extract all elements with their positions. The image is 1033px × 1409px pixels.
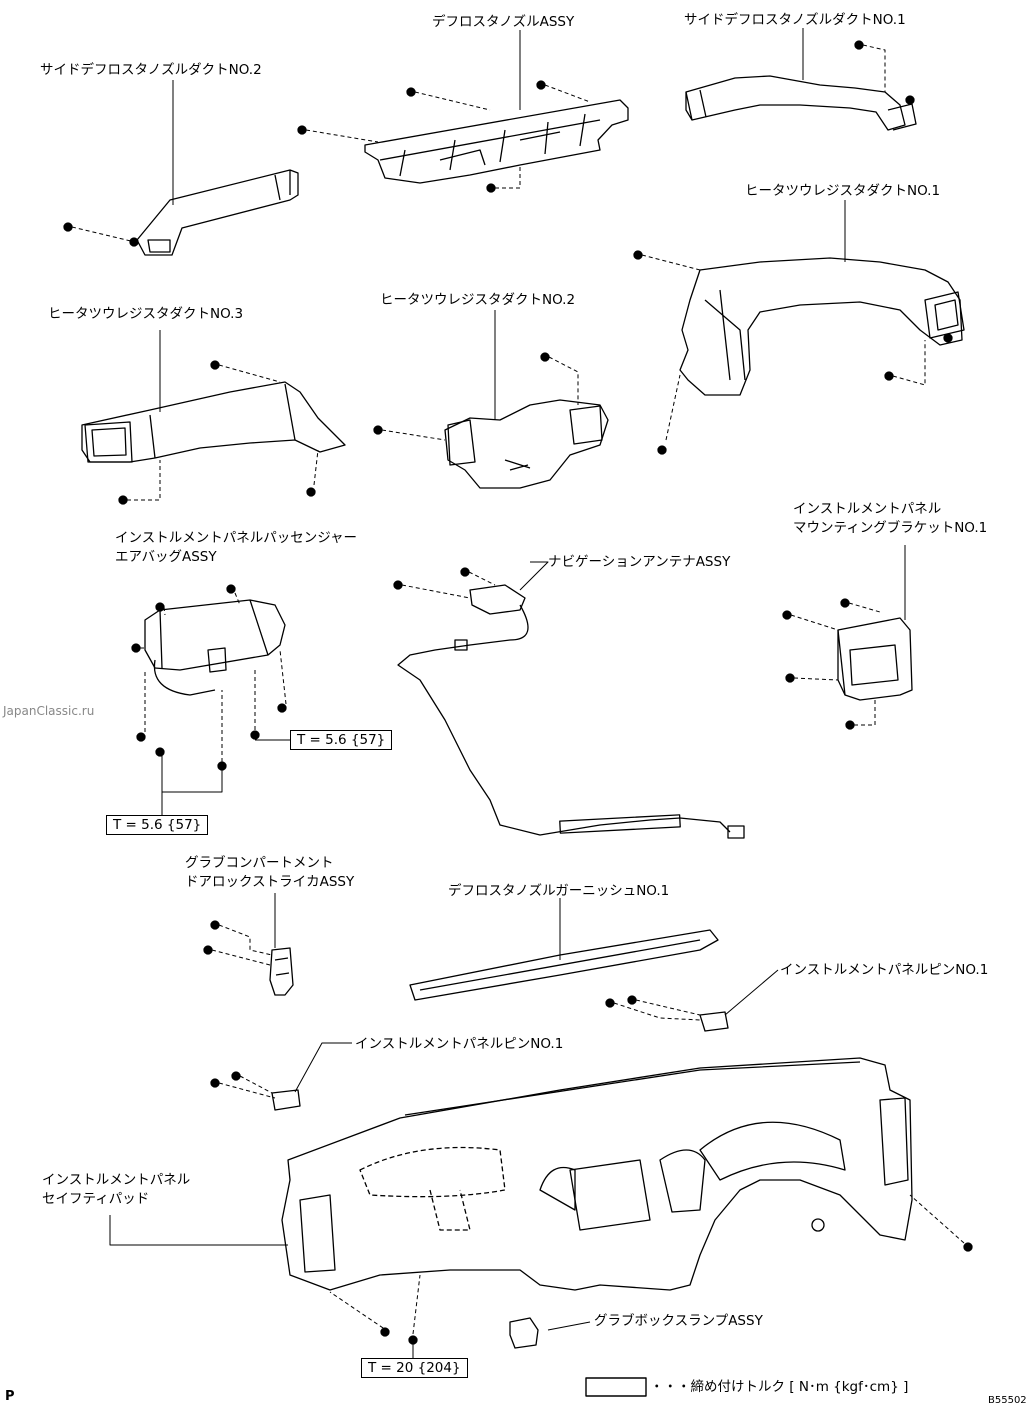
legend-torque-box-sample (585, 1377, 647, 1397)
torque-box-safety-pad: T = 20 {204} (361, 1358, 468, 1378)
torque-box-airbag-left: T = 5.6 {57} (106, 815, 209, 835)
label-glove-striker-line1: グラブコンパートメント (185, 855, 334, 871)
label-mounting-bracket-line1: インストルメントパネル (793, 501, 942, 517)
defroster-nozzle-part (364, 99, 629, 184)
label-panel-pin-right: インストルメントパネルピンNO.1 (780, 962, 989, 978)
label-safety-pad-line1: インストルメントパネル (42, 1172, 191, 1188)
defroster-garnish-part (409, 929, 719, 1001)
navi-antenna-part (397, 584, 745, 839)
label-panel-pin-left: インストルメントパネルピンNO.1 (355, 1036, 564, 1052)
safety-pad-part (281, 1057, 913, 1291)
label-passenger-airbag-line1: インストルメントパネルパッセンジャー (115, 530, 358, 546)
fastener-dashed-lines (71, 44, 965, 1335)
label-side-defroster-duct-no1: サイドデフロスタノズルダクトNO.1 (684, 12, 906, 28)
glove-striker-part (269, 947, 294, 996)
heater-register-duct-no1-part (679, 257, 965, 396)
label-side-defroster-duct-no2: サイドデフロスタノズルダクトNO.2 (40, 62, 262, 78)
watermark: JapanClassic.ru (3, 704, 95, 718)
label-heater-register-duct-no3: ヒータツウレジスタダクトNO.3 (48, 306, 244, 322)
label-passenger-airbag-line2: エアバッグASSY (115, 549, 217, 565)
side-defroster-duct-no2-part (136, 169, 299, 256)
leader-lines (109, 28, 906, 1358)
label-heater-register-duct-no2: ヒータツウレジスタダクトNO.2 (380, 292, 576, 308)
label-navi-antenna: ナビゲーションアンテナASSY (548, 554, 731, 570)
label-glove-lamp: グラブボックスランプASSY (594, 1313, 763, 1329)
mounting-bracket-part (837, 617, 913, 701)
page-mark: P (5, 1389, 15, 1404)
figure-code: B55502 (988, 1395, 1027, 1406)
label-defroster-garnish: デフロスタノズルガーニッシュNO.1 (448, 883, 670, 899)
heater-register-duct-no3-part (81, 381, 346, 463)
glove-lamp-part (509, 1317, 539, 1349)
label-safety-pad-line2: セイフティパッド (42, 1191, 150, 1207)
torque-box-airbag-right: T = 5.6 {57} (290, 730, 393, 750)
label-glove-striker-line2: ドアロックストライカASSY (185, 874, 355, 890)
panel-pin-parts (271, 1011, 729, 1111)
label-defroster-nozzle: デフロスタノズルASSY (432, 14, 575, 30)
fastener-icons (63, 40, 973, 1345)
heater-register-duct-no2-part (444, 399, 609, 489)
legend-torque-text: ・・・締め付けトルク [ N･m {kgf･cm} ] (650, 1379, 909, 1395)
label-mounting-bracket-line2: マウンティングブラケットNO.1 (793, 520, 988, 536)
label-heater-register-duct-no1: ヒータツウレジスタダクトNO.1 (745, 183, 941, 199)
passenger-airbag-part (144, 599, 286, 696)
side-defroster-duct-no1-part (685, 75, 917, 131)
